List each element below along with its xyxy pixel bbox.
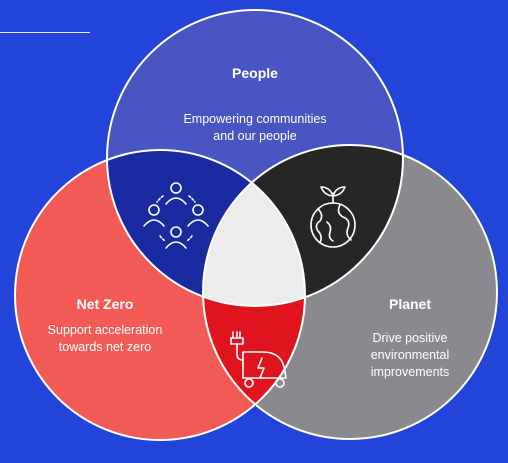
net-zero-description: Support acceleration towards net zero [15, 322, 195, 356]
net-zero-outline [14, 149, 306, 441]
center-overlap [203, 150, 305, 306]
decorative-rule [0, 32, 90, 33]
people-label-group: People [175, 65, 335, 81]
net-zero-title: Net Zero [76, 296, 134, 312]
planet-desc-line-2: environmental [370, 348, 450, 362]
planet-description: Drive positive environmental improvement… [345, 330, 475, 381]
planet-label-group: Planet [355, 296, 465, 312]
people-outline [106, 9, 404, 307]
earth-sprout-icon [310, 186, 356, 248]
people-desc-line-1: Empowering communities [183, 112, 327, 126]
planet-desc-line-3: improvements [370, 365, 450, 379]
net-zero-label-group: Net Zero [40, 296, 170, 312]
community-people-icon [143, 182, 209, 249]
ev-charger-icon [230, 331, 287, 388]
planet-desc-line-1: Drive positive [372, 331, 448, 345]
planet-outline [202, 144, 498, 440]
people-description: Empowering communities and our people [150, 111, 360, 145]
net-zero-desc-line-1: Support acceleration [47, 323, 163, 337]
net-zero-desc-line-2: towards net zero [58, 340, 152, 354]
people-desc-line-2: and our people [213, 129, 297, 143]
people-title: People [232, 65, 278, 81]
planet-title: Planet [388, 296, 431, 312]
